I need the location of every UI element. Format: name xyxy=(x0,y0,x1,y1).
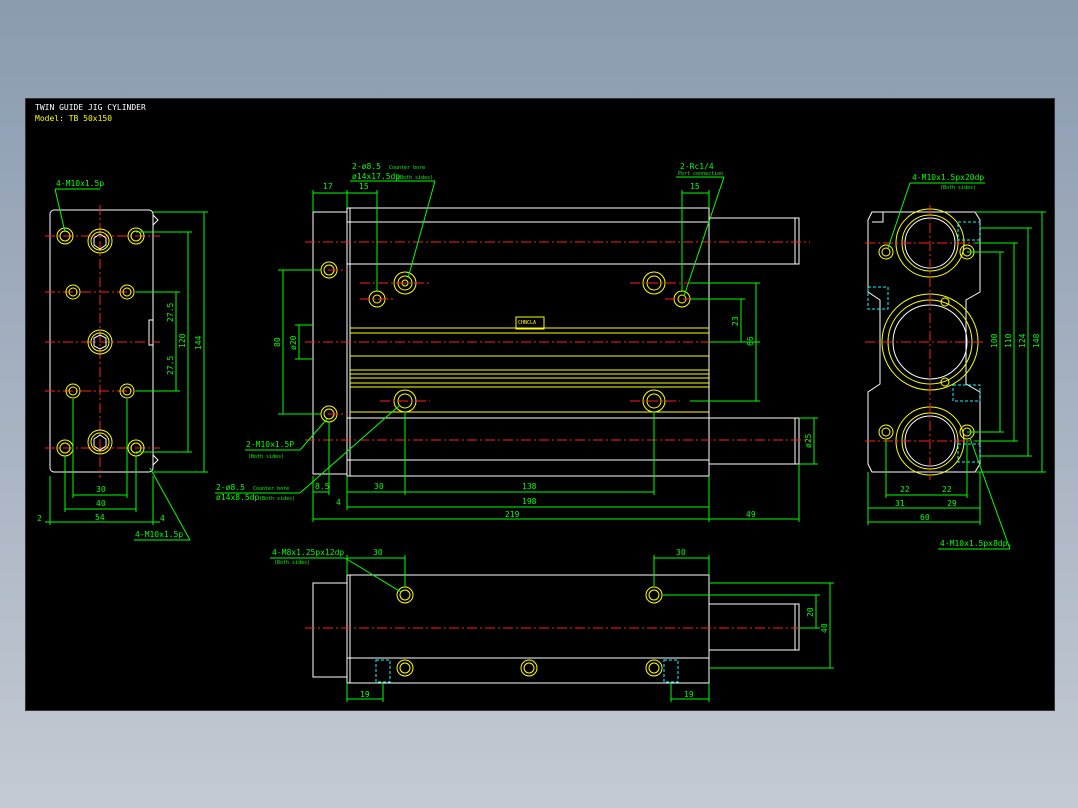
dim-8-5: 8.5 xyxy=(315,482,330,491)
dim-15-a: 15 xyxy=(359,182,369,191)
dim-phi20: ø20 xyxy=(289,335,298,350)
left-plate-outline xyxy=(49,209,154,473)
callout-cb-bot-1: 2-ø8.5 xyxy=(216,483,245,492)
dim-80: 80 xyxy=(273,337,282,347)
dim-15-b: 15 xyxy=(690,182,700,191)
dim-138: 138 xyxy=(522,482,537,491)
right-end-view: 4-M10x1.5px20dp (Both sides) 4-M10x1.5px… xyxy=(865,173,1046,550)
dim-30-bottom-b: 30 xyxy=(676,548,686,557)
callout-cb-top-2: ø14x17.5dp xyxy=(352,172,400,181)
dim-30-left: 30 xyxy=(96,485,106,494)
dim-49: 49 xyxy=(746,510,756,519)
dim-27-5-b: 27.5 xyxy=(166,356,175,375)
dim-23: 23 xyxy=(731,316,740,326)
callout-port-1: 2-Rc1/4 xyxy=(680,162,714,171)
upper-rod xyxy=(708,217,800,265)
callout-cb-bot-2: ø14x8.5dp xyxy=(216,493,260,502)
callout-cb-top-2s: (Both sides) xyxy=(397,175,433,181)
dim-100: 100 xyxy=(990,333,999,348)
callout-bottom-view-2: (Both sides) xyxy=(274,560,310,566)
dim-66: 66 xyxy=(746,336,755,346)
dim-17: 17 xyxy=(323,182,333,191)
callout-right-top-1: 4-M10x1.5px20dp xyxy=(912,173,984,182)
dim-19-b: 19 xyxy=(684,690,694,699)
dim-40-left: 40 xyxy=(96,499,106,508)
callout-right-top-2: (Both sides) xyxy=(940,185,976,191)
dim-2: 2 xyxy=(37,514,42,523)
callout-cb-bot-1s: Counter bore xyxy=(253,486,289,492)
dim-120: 120 xyxy=(178,333,187,348)
dim-148: 148 xyxy=(1032,333,1041,348)
bottom-rod xyxy=(708,603,800,651)
dim-20: 20 xyxy=(806,607,815,617)
callout-cb-bot-2s: (Both sides) xyxy=(259,496,295,502)
dim-30-bottom-a: 30 xyxy=(373,548,383,557)
dim-31: 31 xyxy=(895,499,905,508)
callout-m10-side-2: (Both sides) xyxy=(248,454,284,460)
dim-40: 40 xyxy=(820,623,829,633)
dim-144: 144 xyxy=(194,335,203,350)
drawing-title: TWIN GUIDE JIG CYLINDER xyxy=(35,103,146,112)
callout-left-top: 4-M10x1.5p xyxy=(56,179,104,188)
left-end-view: 4-M10x1.5p 4-M10x1.5p 30 40 54 2 4 27.5 … xyxy=(37,179,208,541)
callout-right-bottom: 4-M10x1.5px8dp. xyxy=(940,539,1012,548)
dim-19-a: 19 xyxy=(360,690,370,699)
end-plate xyxy=(312,211,348,475)
dim-110: 110 xyxy=(1004,333,1013,348)
dim-4-front: 4 xyxy=(336,498,341,507)
bottom-end-plate xyxy=(312,582,348,678)
callout-m10-side-1: 2-M10x1.5P xyxy=(246,440,294,449)
dim-219: 219 xyxy=(505,510,520,519)
dim-29: 29 xyxy=(947,499,957,508)
dim-4-left: 4 xyxy=(160,514,165,523)
nameplate-label: CHNCLA xyxy=(518,320,536,326)
lower-rod xyxy=(708,417,800,465)
dim-124: 124 xyxy=(1018,333,1027,348)
callout-left-bottom: 4-M10x1.5p xyxy=(135,530,183,539)
bottom-view: 4-M8x1.25px12dp (Both sides) 30 30 20 40… xyxy=(270,548,834,702)
dim-54: 54 xyxy=(95,513,105,522)
dim-198: 198 xyxy=(522,497,537,506)
nameplate xyxy=(515,316,545,330)
dim-22-a: 22 xyxy=(900,485,910,494)
callout-bottom-view-1: 4-M8x1.25px12dp xyxy=(272,548,344,557)
front-view: CHNCLA 2-ø8.5 Counter bore ø14x17.5dp (B… xyxy=(215,162,818,522)
dim-phi25: ø25 xyxy=(804,433,813,448)
model-label: Model: TB 50x150 xyxy=(35,114,112,123)
dim-22-b: 22 xyxy=(942,485,952,494)
left-hole-grid xyxy=(56,227,145,457)
dim-30-front: 30 xyxy=(374,482,384,491)
callout-cb-top-1s: Counter bore xyxy=(389,165,425,171)
callout-cb-top-1: 2-ø8.5 xyxy=(352,162,381,171)
drawing-sheet xyxy=(25,98,1055,711)
callout-port-2: Port connection xyxy=(678,171,723,177)
dim-60: 60 xyxy=(920,513,930,522)
dim-27-5-a: 27.5 xyxy=(166,303,175,322)
